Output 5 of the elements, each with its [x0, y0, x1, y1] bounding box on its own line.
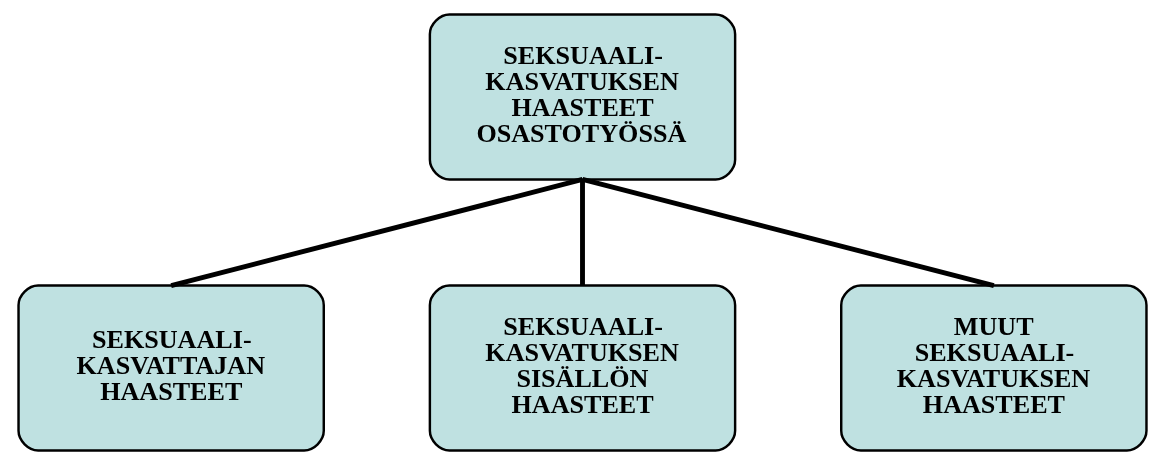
node-box: SEKSUAALI- KASVATUKSEN HAASTEET OSASTOTYÖSSÄ — [428, 13, 736, 181]
node-box: SEKSUAALI- KASVATTAJAN HAASTEET — [16, 284, 325, 452]
node-box: SEKSUAALI- KASVATUKSEN SISÄLLÖN HAASTEET — [428, 284, 736, 452]
connector — [579, 179, 585, 286]
node-box: MUUT SEKSUAALI- KASVATUKSEN HAASTEET — [839, 284, 1148, 452]
